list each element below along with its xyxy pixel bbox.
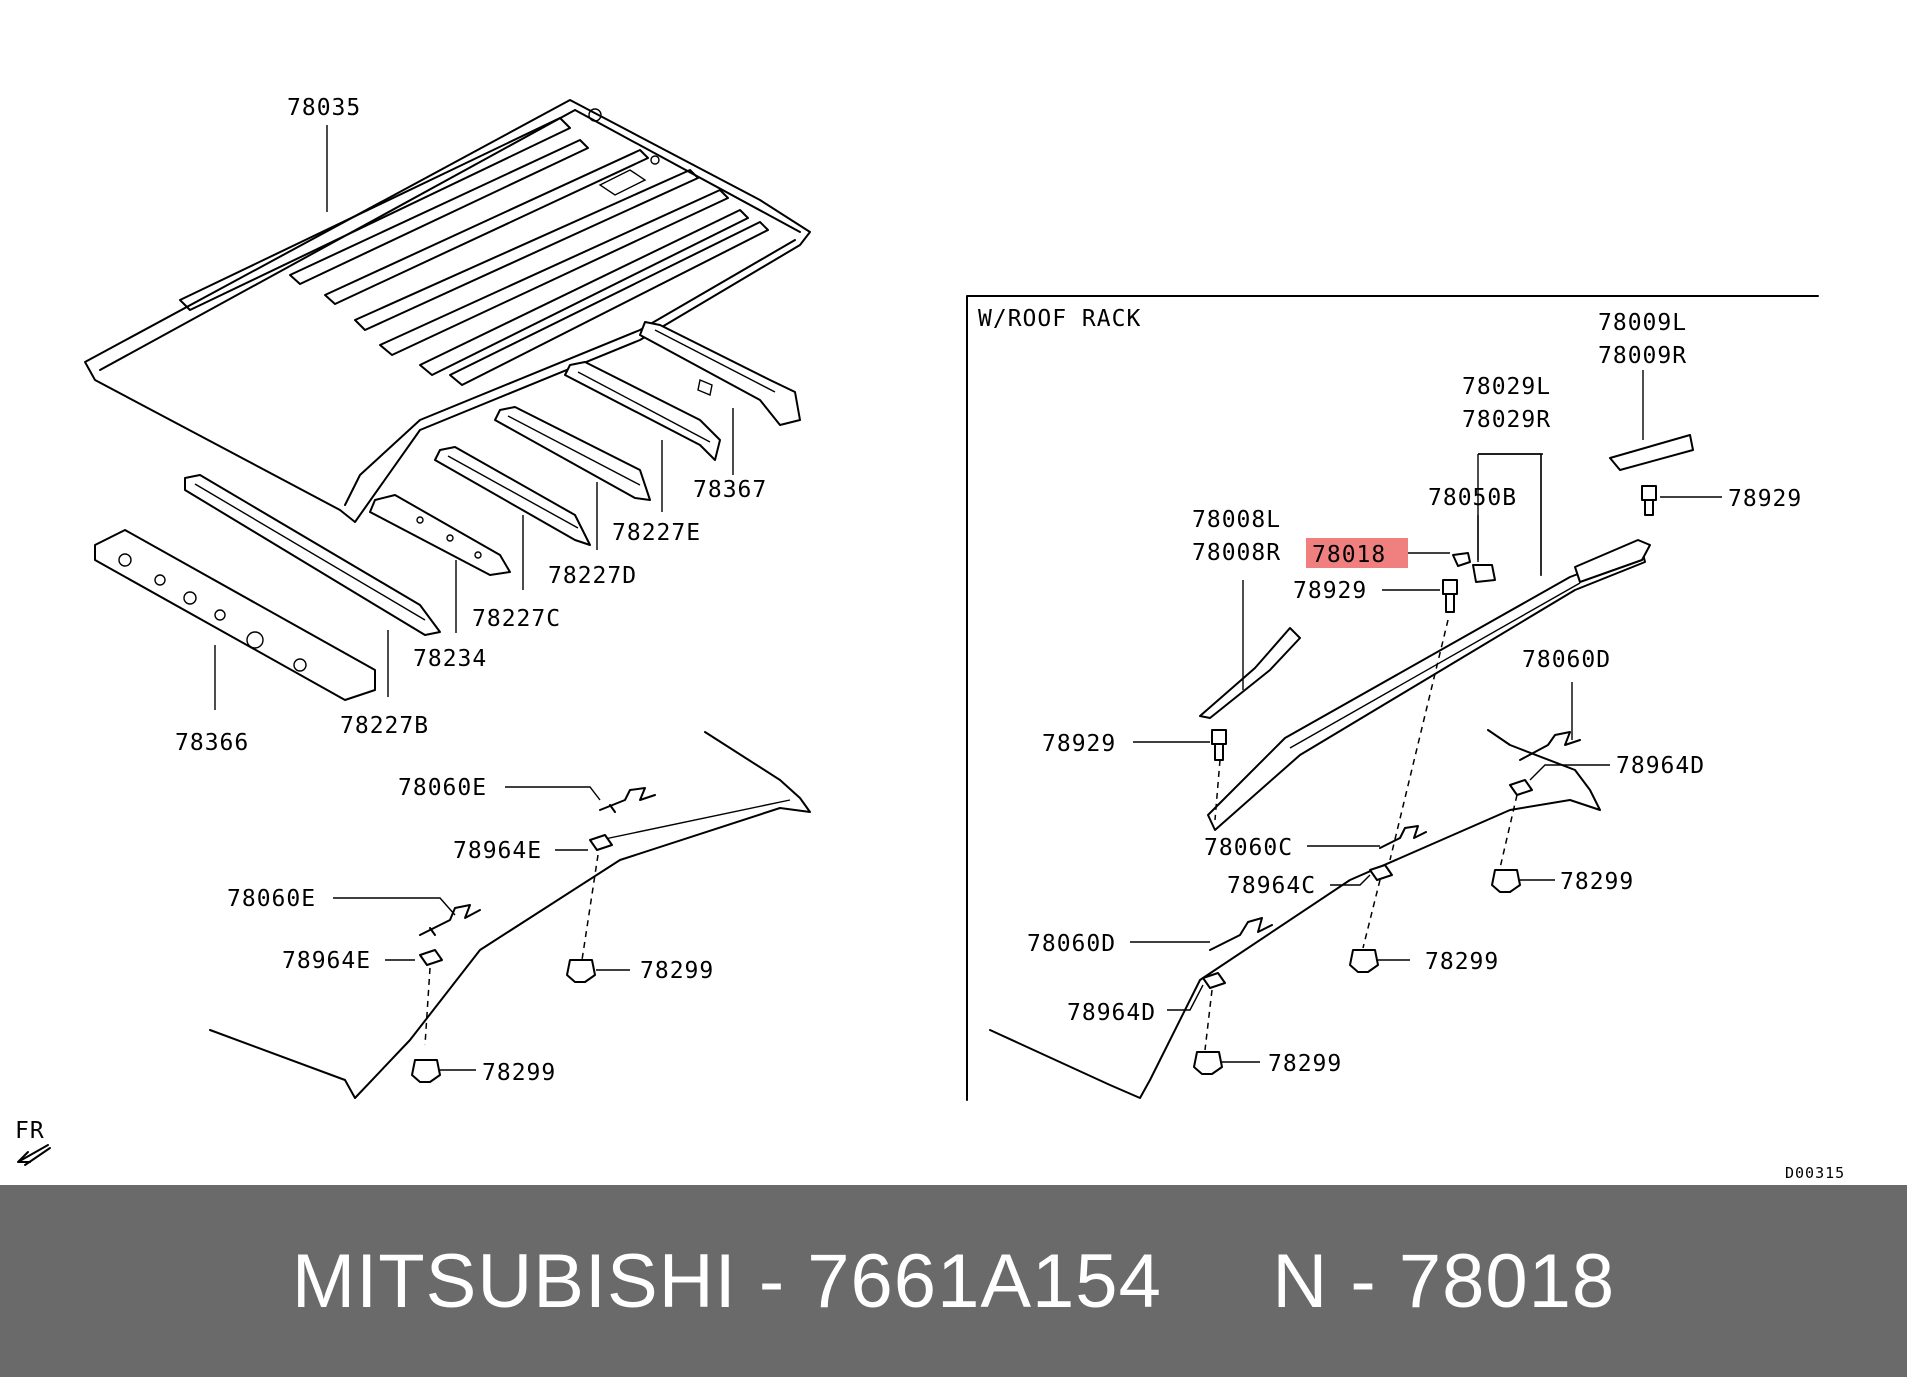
grommet-78299-d (1349, 949, 1379, 973)
roof-bow-78367 (639, 321, 801, 426)
label-78227C: 78227C (472, 606, 561, 632)
roof-panel-78035 (84, 99, 811, 523)
label-78299-d: 78299 (1425, 949, 1499, 975)
label-78060D-upper: 78060D (1522, 647, 1611, 673)
parts-diagram: 78035 78367 78227E 78227D 78227C 78234 7… (15, 95, 1845, 1182)
roof-bow-78227E (564, 361, 721, 461)
leader-lines-lower-left (333, 786, 630, 1071)
rail-cover-78009 (1609, 434, 1694, 471)
part-number-footer: MITSUBISHI - 7661A154 N - 78018 (0, 1185, 1907, 1377)
label-78018: 78018 (1312, 542, 1386, 568)
bolt-78929-b (1442, 579, 1458, 613)
label-78060C: 78060C (1204, 835, 1293, 861)
label-78029L: 78029L (1462, 374, 1551, 400)
leader-lines-right (1130, 370, 1722, 1063)
label-78227B: 78227B (340, 713, 429, 739)
cap-78018 (1452, 552, 1471, 567)
label-78964D: 78964D (1616, 753, 1705, 779)
grommet-78299-c (1491, 869, 1521, 893)
nut-78964E-upper (589, 834, 613, 851)
label-78299-c: 78299 (1560, 869, 1634, 895)
roof-rack-title: W/ROOF RACK (978, 306, 1141, 332)
grommet-78299-e (1193, 1051, 1223, 1075)
clip-78060D-upper (1519, 731, 1581, 761)
label-78964C: 78964C (1227, 873, 1316, 899)
label-78367: 78367 (693, 477, 767, 503)
label-78964D-lower: 78964D (1067, 1000, 1156, 1026)
roof-rail-78029 (1207, 539, 1651, 831)
roof-bow-78227D (494, 406, 651, 501)
bolt-78929-c (1211, 729, 1227, 761)
roof-bow-78227B (184, 474, 441, 636)
label-78060D-lower: 78060D (1027, 931, 1116, 957)
label-78008L: 78008L (1192, 507, 1281, 533)
leader-lines-left (214, 125, 734, 710)
label-78050B: 78050B (1428, 485, 1517, 511)
label-78299-a: 78299 (640, 958, 714, 984)
clip-78060E-lower (419, 904, 481, 936)
clip-78060E-upper (599, 787, 656, 813)
label-78299-b: 78299 (482, 1060, 556, 1086)
label-78060E-lower: 78060E (227, 886, 316, 912)
label-78227D: 78227D (548, 563, 637, 589)
footer-text: MITSUBISHI - 7661A154 N - 78018 (291, 1238, 1616, 1324)
front-header-78366 (94, 529, 376, 701)
roof-rack-frame (966, 295, 1819, 1101)
grommet-78299-b (411, 1059, 441, 1083)
body-outline-right (989, 729, 1601, 1099)
label-78366: 78366 (175, 730, 249, 756)
label-78964E-lower: 78964E (282, 948, 371, 974)
label-78009R: 78009R (1598, 343, 1687, 369)
label-78299-e: 78299 (1268, 1051, 1342, 1077)
label-78929-b: 78929 (1293, 578, 1367, 604)
nut-78964D (1509, 779, 1533, 796)
diagram-code: D00315 (1785, 1164, 1845, 1182)
label-78227E: 78227E (612, 520, 701, 546)
label-78929-c: 78929 (1042, 731, 1116, 757)
clip-78060C (1379, 825, 1427, 849)
roof-header-78234 (369, 494, 511, 576)
label-78035: 78035 (287, 95, 361, 121)
rail-cover-78008 (1199, 627, 1301, 719)
fr-label: FR (15, 1118, 45, 1144)
spacer-78050B (1472, 564, 1496, 583)
label-78964E-upper: 78964E (453, 838, 542, 864)
body-outline-left (209, 731, 811, 1099)
clip-78060D-lower (1209, 917, 1273, 951)
label-78234: 78234 (413, 646, 487, 672)
label-78029R: 78029R (1462, 407, 1551, 433)
grommet-78299-a (566, 959, 596, 983)
bolt-78929-a (1641, 485, 1657, 516)
label-78008R: 78008R (1192, 540, 1281, 566)
front-arrow-icon (17, 1144, 51, 1166)
nut-78964E-lower (419, 949, 443, 966)
label-78060E-upper: 78060E (398, 775, 487, 801)
nut-78964D-lower (1202, 972, 1226, 989)
label-78009L: 78009L (1598, 310, 1687, 336)
nut-78964C (1369, 864, 1393, 881)
label-78929-a: 78929 (1728, 486, 1802, 512)
highlight-78018 (1306, 538, 1408, 568)
roof-bow-78227C (434, 446, 591, 546)
